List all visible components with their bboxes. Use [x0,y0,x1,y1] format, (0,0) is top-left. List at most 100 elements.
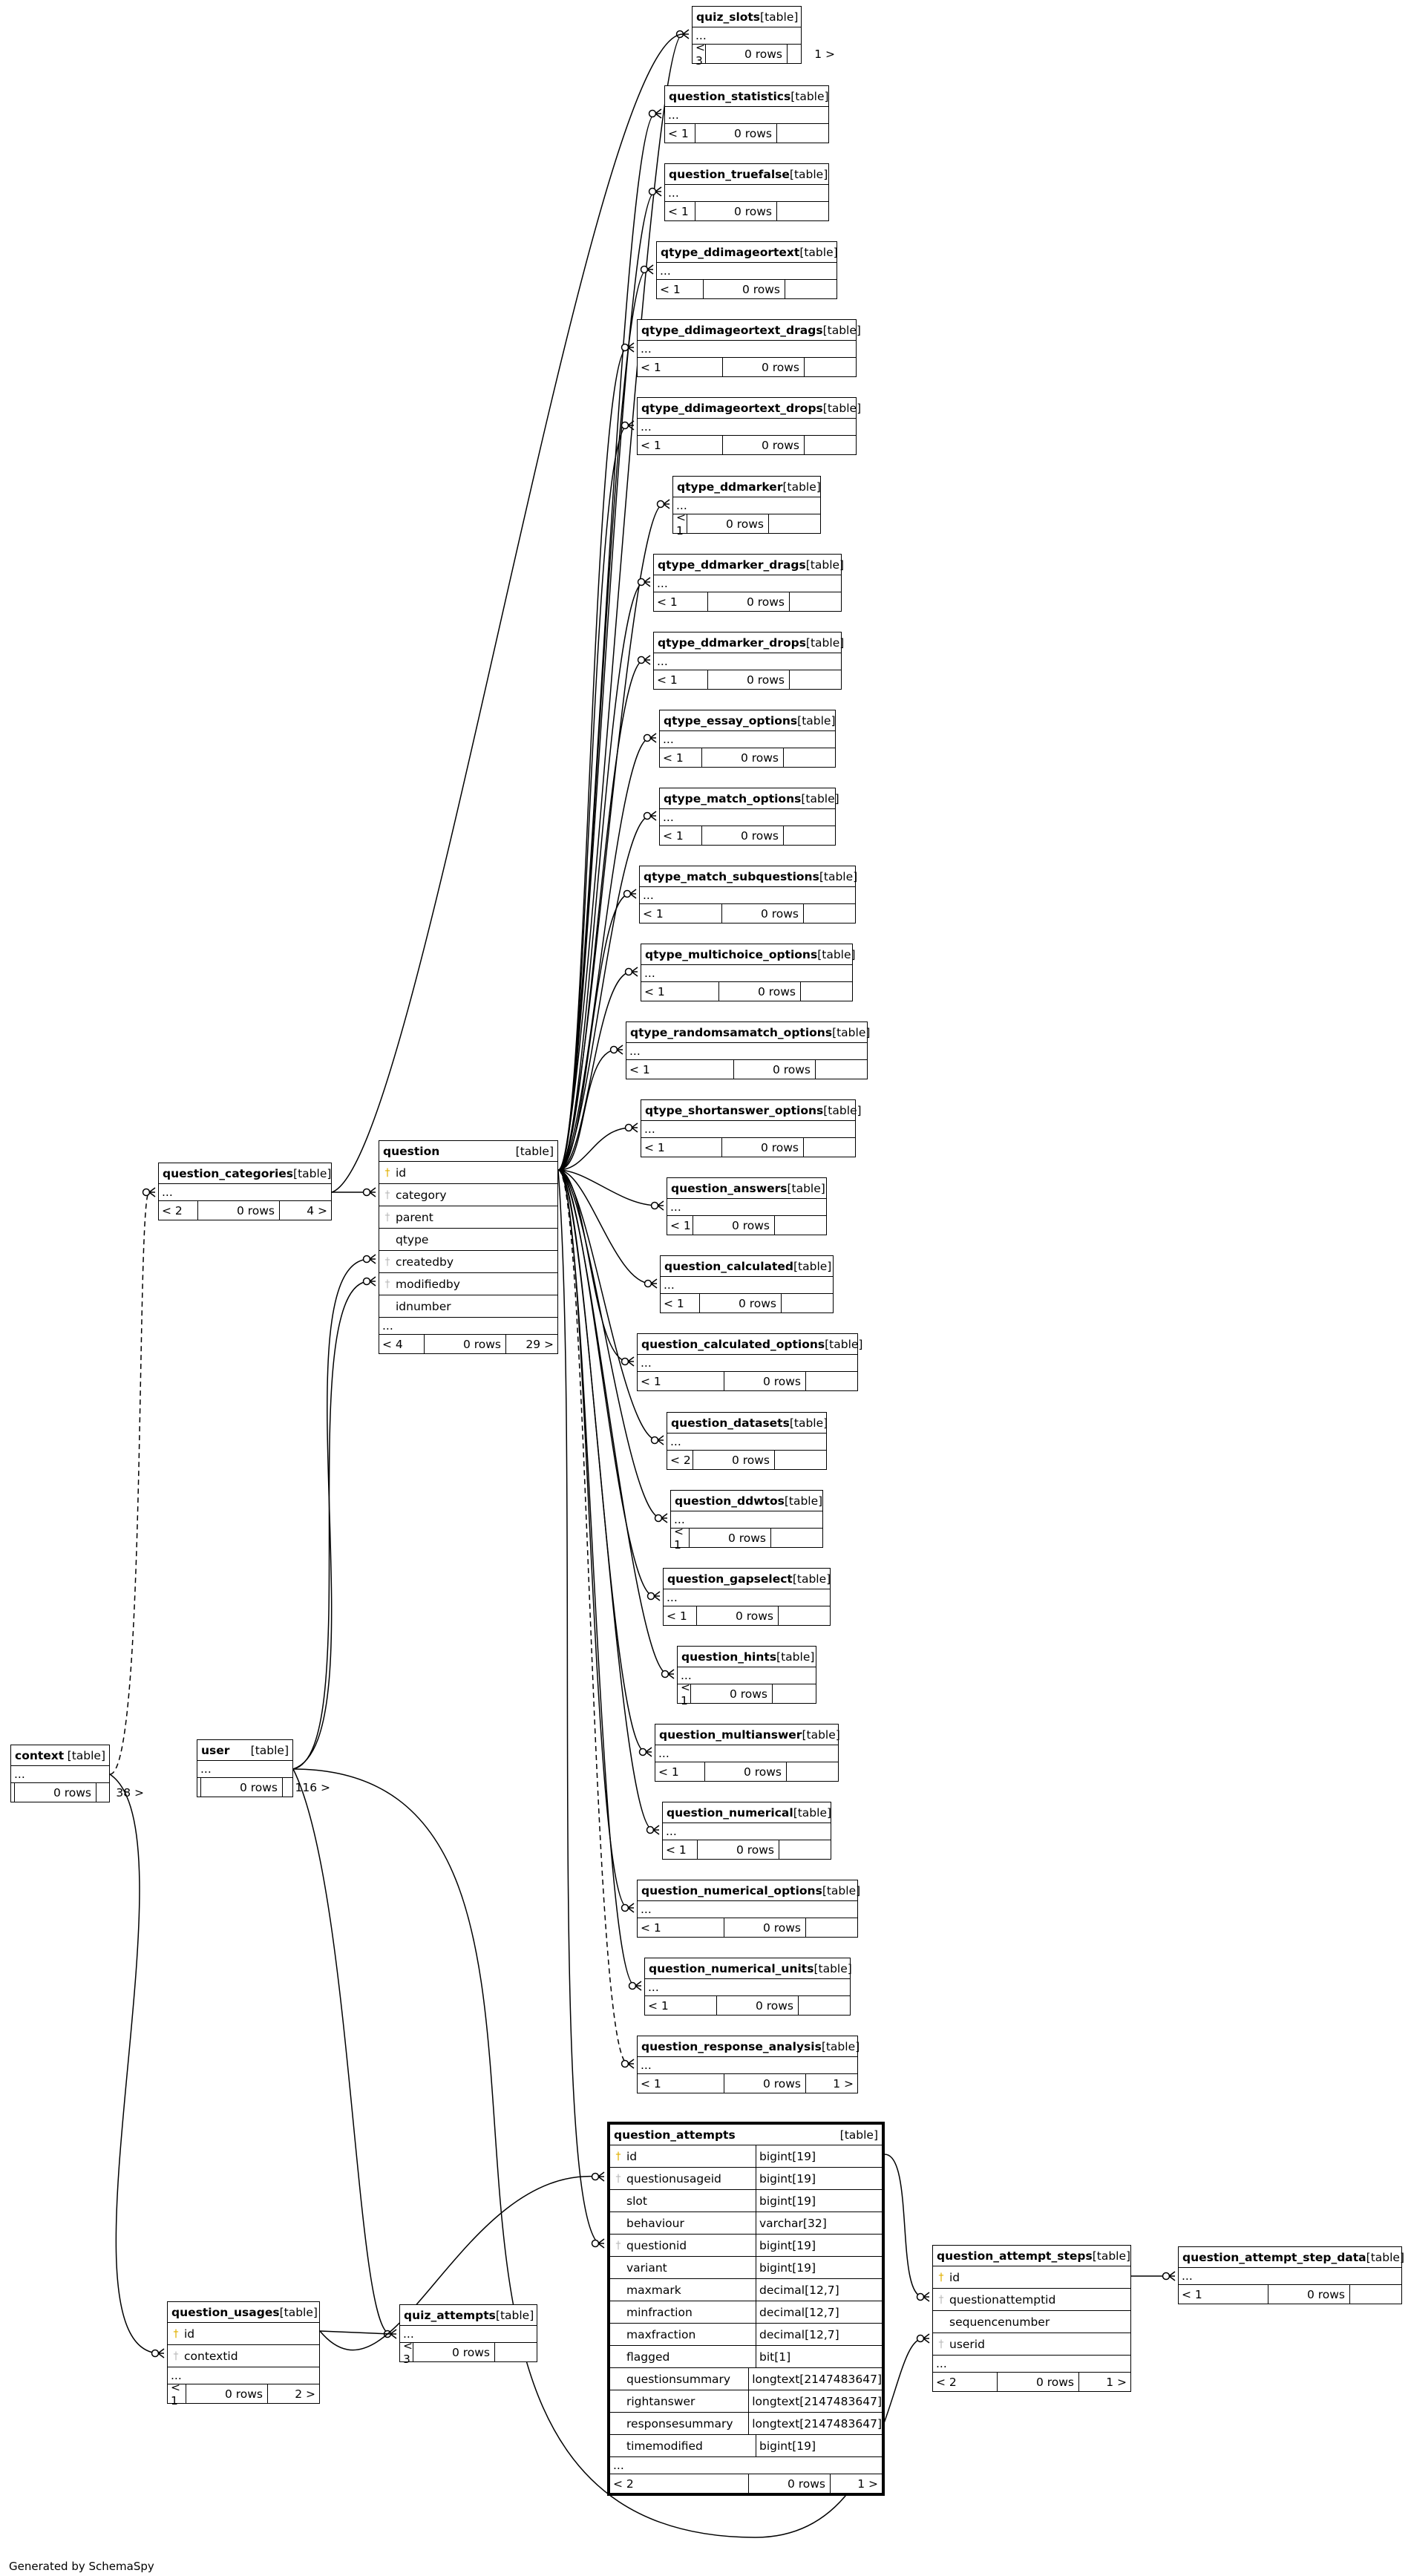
parents-count[interactable]: < 1 [644,1140,665,1154]
children-count[interactable] [776,202,828,220]
children-count[interactable]: 1 > [787,45,839,63]
column-row[interactable]: qtype [379,1229,557,1251]
table-name[interactable]: qtype_multichoice_options [645,947,818,961]
parents-count[interactable]: < 1 [681,1680,690,1707]
table-name[interactable]: qtype_ddmarker [677,480,783,494]
parents-count[interactable]: < 1 [629,1062,650,1076]
table-name[interactable]: question_answers [671,1181,788,1195]
children-count[interactable] [805,1372,857,1390]
table-name[interactable]: qtype_ddmarker_drops [658,635,806,650]
parents-count[interactable]: < 1 [676,510,686,537]
table-name[interactable]: question_statistics [669,89,791,103]
table-name[interactable]: qtype_essay_options [664,713,798,728]
table-header[interactable]: qtype_ddmarker_drops[table] [654,632,844,653]
children-count[interactable] [789,670,841,689]
parents-count[interactable]: < 3 [695,40,705,68]
children-count[interactable] [785,280,837,298]
table-name[interactable]: qtype_ddimageortext_drops [641,401,823,415]
parents-count[interactable]: < 1 [663,751,684,765]
parents-count[interactable]: < 2 [670,1453,691,1467]
children-count[interactable] [805,1918,857,1937]
children-count[interactable] [768,514,820,533]
column-row[interactable]: sequencenumber [933,2311,1130,2333]
table-name[interactable]: question_attempts [614,2128,736,2142]
table-header[interactable]: question_gapselect[table] [664,1569,831,1589]
table-header[interactable]: quiz_slots[table] [693,7,801,27]
table-header[interactable]: question_attempt_steps[table] [933,2246,1130,2266]
children-count[interactable] [803,904,855,923]
column-row[interactable]: †id [168,2323,319,2345]
children-count[interactable] [774,1451,826,1469]
table-header[interactable]: question_usages[table] [168,2302,319,2323]
table-qtype-randomsamatch-options[interactable]: qtype_randomsamatch_options[table]...< 1… [626,1021,870,1079]
table-name[interactable]: quiz_slots [696,10,761,24]
children-count[interactable] [786,1762,838,1781]
parents-count[interactable]: < 1 [1182,2287,1202,2301]
table-header[interactable]: question_attempts[table] [610,2125,882,2145]
table-header[interactable]: qtype_multichoice_options[table] [641,944,856,965]
column-row[interactable]: †contextid [168,2345,319,2367]
table-name[interactable]: question_usages [171,2305,280,2319]
parents-count[interactable]: < 1 [644,984,665,998]
parents-count[interactable]: < 1 [667,1609,687,1623]
children-count[interactable] [781,1294,833,1312]
children-count[interactable] [779,1840,831,1859]
table-name[interactable]: context [15,1748,65,1762]
children-count[interactable] [800,982,852,1001]
table-question-attempt-steps[interactable]: question_attempt_steps[table]†id†questio… [932,2245,1131,2392]
table-header[interactable]: question_categories[table] [159,1163,331,1184]
table-header[interactable]: context[table] [11,1745,109,1766]
table-header[interactable]: question_calculated[table] [661,1256,833,1277]
table-name[interactable]: question_categories [163,1166,294,1180]
children-count[interactable] [798,1996,850,2015]
children-count[interactable] [774,1216,826,1235]
table-name[interactable]: question [383,1144,440,1158]
parents-count[interactable]: < 1 [660,282,681,296]
table-header[interactable]: question_statistics[table] [665,86,829,107]
children-count[interactable]: 1 > [830,2474,882,2493]
parents-count[interactable]: < 1 [666,1843,687,1857]
table-name[interactable]: question_ddwtos [675,1494,785,1508]
parents-count[interactable]: < 1 [657,595,678,609]
parents-count[interactable]: < 1 [658,1765,679,1779]
children-count[interactable]: 2 > [267,2384,319,2403]
column-row[interactable]: †category [379,1184,557,1206]
table-header[interactable]: qtype_ddmarker[table] [673,477,821,497]
parents-count[interactable]: < 2 [613,2477,634,2491]
children-count[interactable]: 4 > [279,1201,331,1220]
table-header[interactable]: question_multianswer[table] [655,1725,840,1745]
children-count[interactable] [803,1138,855,1157]
table-header[interactable]: question_truefalse[table] [665,164,828,185]
table-header[interactable]: question_response_analysis[table] [638,2036,860,2057]
table-name[interactable]: question_attempt_step_data [1182,2250,1366,2264]
table-name[interactable]: question_truefalse [669,167,790,181]
column-row[interactable]: †questionattemptid [933,2289,1130,2311]
table-name[interactable]: question_numerical_units [649,1961,814,1975]
table-name[interactable]: qtype_ddmarker_drags [658,558,806,572]
children-count[interactable]: 29 > [505,1335,557,1353]
parents-count[interactable]: < 4 [382,1337,403,1351]
table-name[interactable]: qtype_randomsamatch_options [630,1025,833,1039]
children-count[interactable] [783,748,835,767]
